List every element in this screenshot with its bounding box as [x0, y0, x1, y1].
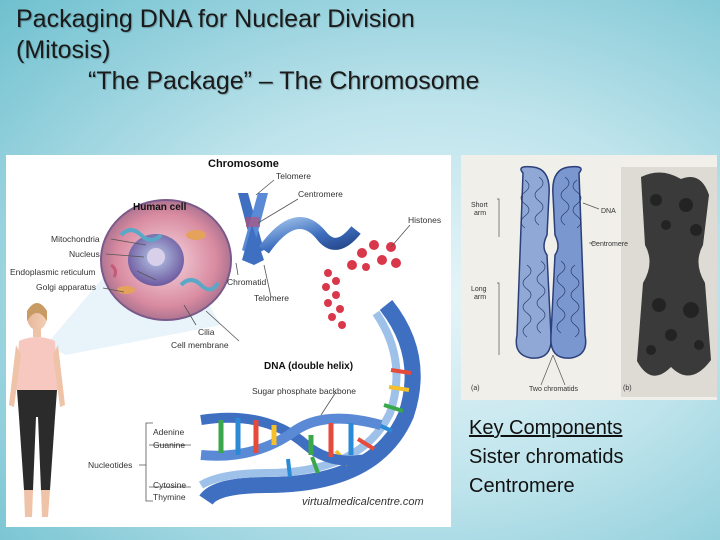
short-arm-label-2: arm: [474, 210, 486, 217]
chromosome-micrograph-svg: Short arm DNA Centromere Long arm (a) Tw…: [461, 155, 717, 400]
adenine-label: Adenine: [153, 427, 184, 437]
dna-label: DNA: [601, 208, 616, 215]
centromere-right-label: Centromere: [591, 241, 628, 248]
chromosome-x-shape: [238, 193, 268, 265]
chromosome-micrograph-panel: Short arm DNA Centromere Long arm (a) Tw…: [461, 155, 717, 400]
telomere-top-label: Telomere: [276, 171, 311, 181]
two-chromatids-label: Two chromatids: [529, 386, 579, 393]
nucleus-label: Nucleus: [69, 249, 100, 259]
telomere-bottom-label: Telomere: [254, 293, 289, 303]
title-line-2: (Mitosis): [16, 35, 479, 66]
slide-title: Packaging DNA for Nuclear Division (Mito…: [16, 4, 479, 97]
human-cell-illustration: [101, 200, 231, 320]
key-item-centromere: Centromere: [469, 472, 624, 501]
golgi-label: Golgi apparatus: [36, 282, 96, 292]
title-line-3: “The Package” – The Chromosome: [16, 66, 479, 97]
key-item-sister-chromatids: Sister chromatids: [469, 443, 624, 472]
nucleotides-label: Nucleotides: [88, 460, 132, 470]
watermark-text: virtualmedicalcentre.com: [302, 496, 424, 508]
centromere-label: Centromere: [298, 189, 343, 199]
histones-label: Histones: [408, 215, 441, 225]
key-components: Key Components Sister chromatids Centrom…: [469, 414, 624, 501]
chromatid-label: Chromatid: [227, 277, 266, 287]
chromosome-heading: Chromosome: [208, 158, 279, 170]
long-arm-label-1: Long: [471, 286, 487, 293]
dna-heading: DNA (double helix): [264, 361, 353, 372]
thymine-label: Thymine: [153, 492, 186, 502]
chromosome-drawing: [516, 167, 585, 359]
mitochondria-label: Mitochondria: [51, 234, 100, 244]
chromatin-ribbon: [264, 223, 356, 250]
chromosome-diagram-svg: Chromosome Human cell Telomere Centromer…: [6, 155, 451, 527]
title-line-1: Packaging DNA for Nuclear Division: [16, 4, 479, 35]
chromosome-diagram: Chromosome Human cell Telomere Centromer…: [6, 155, 451, 527]
nucleotides-bracket: [139, 423, 153, 501]
backbone-label: Sugar phosphate backbone: [252, 386, 356, 396]
dna-double-helix: [201, 305, 413, 500]
chromosome-micrograph-photo: [621, 167, 717, 397]
short-arm-label-1: Short: [471, 202, 488, 209]
cytosine-label: Cytosine: [153, 480, 186, 490]
key-components-heading: Key Components: [469, 414, 624, 443]
long-arm-label-2: arm: [474, 294, 486, 301]
human-cell-label: Human cell: [133, 202, 187, 213]
label-b: (b): [623, 385, 632, 392]
endoplasmic-reticulum-label: Endoplasmic reticulum: [10, 267, 96, 277]
cell-membrane-label: Cell membrane: [171, 340, 229, 350]
cilia-label: Cilia: [198, 327, 215, 337]
guanine-label: Guanine: [153, 440, 185, 450]
label-a: (a): [471, 385, 480, 392]
